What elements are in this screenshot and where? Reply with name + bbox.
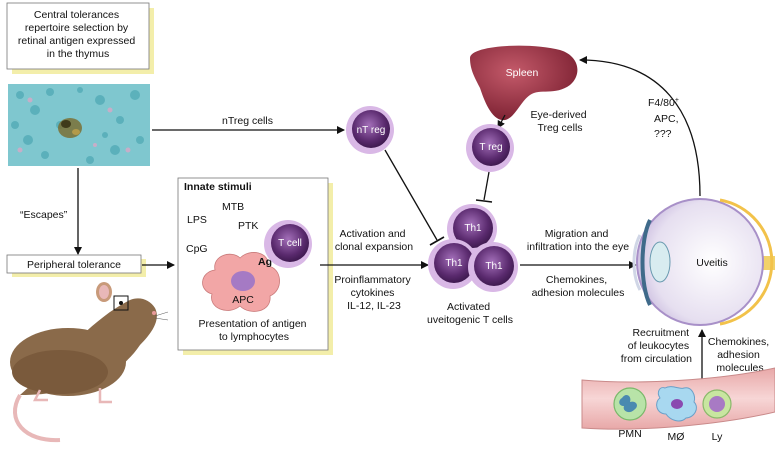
eye-to-spleen-arrow	[579, 56, 701, 197]
eye-treg-label: Eye-derived Treg cells	[531, 109, 590, 134]
innate-stimuli-title: Innate stimuli	[184, 181, 252, 193]
chemokines-horizontal-label: Chemokines, adhesion molecules	[532, 274, 625, 299]
treg-inhibit-line	[483, 171, 490, 201]
pmn-cell: PMN	[613, 387, 647, 440]
svg-text:T cell: T cell	[278, 238, 302, 249]
ntreg-cell: nT reg	[346, 106, 394, 154]
uveitis-label: Uveitis	[696, 257, 728, 269]
svg-text:T reg: T reg	[479, 142, 502, 153]
ntreg-inhibit-line	[384, 149, 438, 241]
lps-label: LPS	[187, 214, 207, 226]
spleen-label: Spleen	[506, 67, 539, 79]
macrophage-cell: MØ	[656, 386, 697, 443]
ntreg-cells-label: nTreg cells	[222, 115, 273, 127]
peripheral-tolerance-box: Peripheral tolerance	[6, 254, 146, 277]
eye-illustration: Uveitis	[632, 198, 775, 326]
svg-text:Th1: Th1	[464, 223, 482, 234]
mtb-label: MTB	[222, 201, 244, 213]
peripheral-tolerance-text: Peripheral tolerance	[27, 259, 121, 271]
migration-label: Migration and infiltration into the eye	[527, 228, 629, 253]
mouse-illustration	[10, 282, 169, 443]
lymphocyte-cell: Ly	[702, 389, 732, 443]
chemokines-vertical-label: Chemokines, adhesion molecules	[708, 336, 772, 374]
th1-cell-left: Th1	[428, 239, 478, 289]
th1-cluster: Th1 Th1 Th1	[428, 204, 518, 292]
svg-text:Th1: Th1	[445, 258, 463, 269]
f480-label: F4/80+	[648, 97, 679, 109]
svg-text:Th1: Th1	[485, 261, 503, 272]
ly-label: Ly	[712, 431, 723, 443]
cpg-label: CpG	[186, 243, 208, 255]
central-tolerance-text: Central tolerances repertoire selection …	[18, 9, 138, 60]
innate-stimuli-box: Innate stimuli MTB LPS PTK CpG APC Ag T …	[177, 177, 333, 355]
th1-cell-right: Th1	[468, 242, 518, 292]
pmn-label: PMN	[618, 428, 641, 440]
thymus-micrograph	[8, 84, 150, 166]
escapes-label: “Escapes”	[20, 209, 68, 221]
central-tolerance-box: Central tolerances repertoire selection …	[6, 2, 154, 74]
activated-tcells-label: Activated uveitogenic T cells	[427, 301, 513, 326]
t-cell: T cell	[264, 220, 312, 268]
ptk-label: PTK	[238, 220, 258, 232]
spleen: Spleen	[470, 45, 578, 121]
recruitment-label: Recruitment of leukocytes from circulati…	[621, 327, 692, 365]
svg-text:nT reg: nT reg	[357, 125, 386, 136]
apc-unknown-label: APC, ???	[654, 113, 681, 140]
presentation-label: Presentation of antigen to lymphocytes	[199, 318, 310, 343]
activation-label: Activation and clonal expansion	[335, 228, 413, 253]
treg-cell: T reg	[466, 124, 514, 172]
apc-label: APC	[232, 294, 254, 306]
ag-label: Ag	[258, 256, 272, 268]
proinflammatory-label: Proinflammatory cytokines IL-12, IL-23	[334, 274, 413, 312]
macrophage-label: MØ	[668, 431, 685, 443]
